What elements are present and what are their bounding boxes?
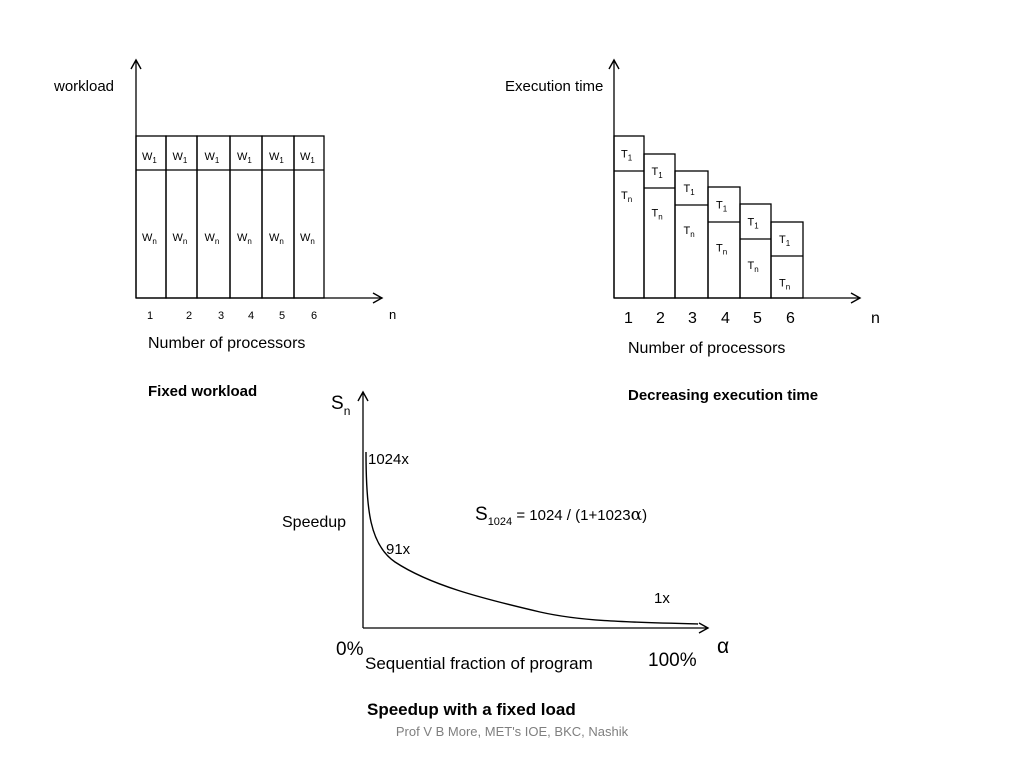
dt-tick-label: 5	[753, 310, 762, 327]
speedup-graph: Sn Speedup 1024x 91x 1x S1024 = 1024 / (…	[282, 390, 729, 719]
sp-x-title: Sequential fraction of program	[365, 654, 593, 673]
fw-top-label: W1	[142, 151, 157, 165]
dt-tick-label: 4	[721, 310, 730, 327]
dt-caption: Decreasing execution time	[628, 387, 818, 404]
fw-bottom-label: Wn	[173, 232, 188, 246]
fw-bottom-label: Wn	[300, 232, 315, 246]
dt-tick-label: 3	[688, 310, 697, 327]
fw-column-box	[293, 135, 325, 299]
fw-top-label: W1	[237, 151, 252, 165]
x-max-label: 100%	[648, 650, 697, 671]
dt-tick-label: 6	[786, 310, 795, 327]
sp-y-label: Sn	[331, 393, 350, 418]
dt-top-label: T1	[621, 149, 633, 163]
annotation-91x: 91x	[386, 541, 411, 558]
dt-bottom-label: Tn	[652, 208, 663, 222]
fw-top-label: W1	[300, 151, 315, 165]
fw-bottom-label: Wn	[142, 232, 157, 246]
dt-column-box	[770, 221, 804, 299]
dt-bottom-label: Tn	[779, 278, 790, 292]
fw-tick-label: 3	[218, 310, 224, 322]
annotation-1x: 1x	[654, 590, 670, 607]
dt-bottom-label: Tn	[684, 225, 695, 239]
dt-top-label: T1	[716, 200, 728, 214]
sp-caption: Speedup with a fixed load	[367, 700, 576, 719]
dt-axis-title: Number of processors	[628, 340, 785, 357]
dt-top-label: T1	[652, 166, 664, 180]
fw-top-label: W1	[205, 151, 220, 165]
dt-bottom-label: Tn	[716, 243, 727, 257]
dt-tick-label: 2	[656, 310, 665, 327]
dt-tick-label: 1	[624, 310, 633, 327]
fw-tick-label: 6	[311, 310, 317, 322]
dt-top-label: T1	[779, 234, 791, 248]
fw-bottom-label: Wn	[205, 232, 220, 246]
dt-bottom-label: Tn	[748, 260, 759, 274]
dt-y-label: Execution time	[505, 78, 603, 95]
sp-y-title: Speedup	[282, 514, 346, 531]
fw-bottom-label: Wn	[269, 232, 284, 246]
x-min-label: 0%	[336, 639, 364, 660]
fw-bottom-label: Wn	[237, 232, 252, 246]
annotation-1024x: 1024x	[368, 451, 409, 468]
fw-top-label: W1	[173, 151, 188, 165]
fw-tick-label: 5	[279, 310, 285, 322]
fw-axis-title: Number of processors	[148, 335, 305, 352]
dt-x-label: n	[871, 310, 880, 327]
fw-top-label: W1	[269, 151, 284, 165]
speedup-curve	[365, 451, 699, 625]
speedup-formula: S1024 = 1024 / (1+1023α)	[475, 504, 647, 528]
dt-top-label: T1	[748, 217, 760, 231]
fw-tick-label: 1	[147, 310, 153, 322]
fw-tick-label: 2	[186, 310, 192, 322]
sp-y-sub: n	[344, 404, 351, 418]
dt-bottom-label: Tn	[621, 190, 632, 204]
fw-tick-label: 4	[248, 310, 254, 322]
dt-top-label: T1	[684, 183, 696, 197]
fw-caption: Fixed workload	[148, 383, 257, 400]
dt-column-box	[739, 203, 772, 299]
footer-credit: Prof V B More, MET's IOE, BKC, Nashik	[395, 724, 629, 739]
fw-x-label: n	[389, 307, 396, 322]
alpha-symbol: α	[717, 635, 729, 658]
fw-y-label: workload	[53, 78, 114, 95]
